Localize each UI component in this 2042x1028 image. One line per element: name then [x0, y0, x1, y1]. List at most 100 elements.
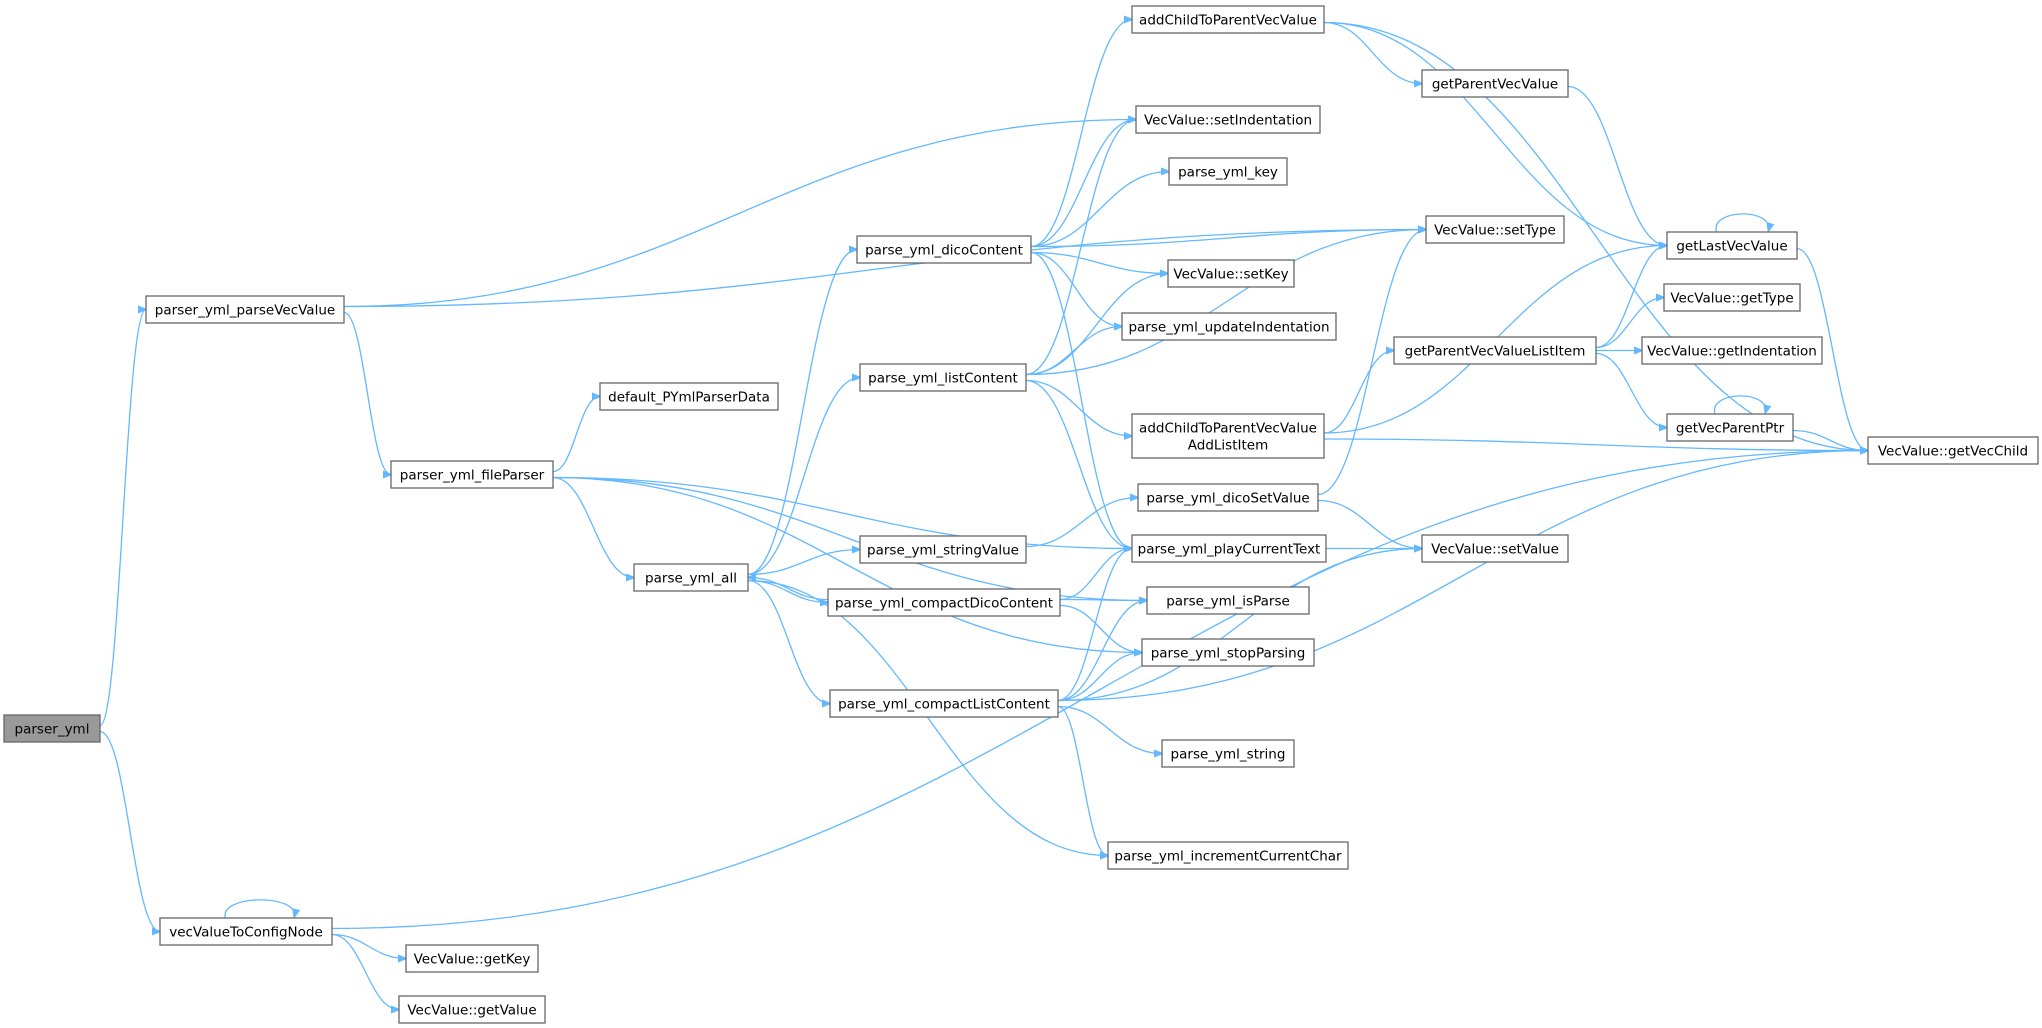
- node-label: parse_yml_string: [1171, 747, 1286, 763]
- node-box: [398, 995, 546, 1024]
- node-box: [159, 917, 333, 946]
- edge-parser-yml-parsevecvalue-to-vecvalue-setindentation: [343, 120, 1136, 308]
- edge-parse-yml-dicosetvalue-to-vecvalue-settype: [1317, 230, 1426, 496]
- edge-parse-yml-all-to-parse-yml-listcontent: [747, 378, 860, 576]
- node-addchildtoparentvecvalue[interactable]: addChildToParentVecValue: [1131, 5, 1325, 34]
- node-parse-yml-stringvalue[interactable]: parse_yml_stringValue: [859, 535, 1027, 564]
- node-label: parse_yml_updateIndentation: [1128, 320, 1329, 336]
- edge-parser-yml-fileparser-to-parse-yml-stopparsing: [552, 476, 1142, 653]
- edge-parse-yml-stringvalue-to-parse-yml-dicosetvalue: [1025, 498, 1138, 548]
- edge-addchildtoparentvecvalueaddlistitem-to-getparentvecvaluelistitem: [1323, 351, 1394, 434]
- node-getparentvecvaluelistitem[interactable]: getParentVecValueListItem: [1393, 336, 1597, 365]
- node-box: [827, 588, 1061, 617]
- node-getlastvecvalue[interactable]: getLastVecValue: [1666, 231, 1798, 260]
- node-vecvalue-setkey[interactable]: VecValue::setKey: [1167, 259, 1295, 288]
- node-parse-yml-incrementcurrentchar[interactable]: parse_yml_incrementCurrentChar: [1107, 841, 1349, 870]
- node-box: [3, 714, 101, 743]
- node-vecvaluetoconfignode[interactable]: vecValueToConfigNode: [159, 917, 333, 946]
- edge-parse-yml-dicocontent-to-vecvalue-setkey: [1030, 251, 1168, 274]
- node-label: addChildToParentVecValue: [1139, 13, 1317, 29]
- node-box: [1161, 739, 1295, 768]
- edge-parse-yml-compactlistcontent-to-parse-yml-incrementcurrentchar: [1057, 705, 1108, 856]
- edge-vecvaluetoconfignode-to-vecvalue-getvalue: [331, 933, 399, 1010]
- node-vecvalue-getvalue[interactable]: VecValue::getValue: [398, 995, 546, 1024]
- edge-parse-yml-dicocontent-to-vecvalue-settype: [1030, 230, 1426, 248]
- edge-parse-yml-compactlistcontent-to-parse-yml-stopparsing: [1057, 653, 1142, 702]
- node-label: VecValue::setIndentation: [1144, 113, 1312, 129]
- node-getvecparentptr[interactable]: getVecParentPtr: [1666, 413, 1794, 442]
- node-parse-yml-stopparsing[interactable]: parse_yml_stopParsing: [1141, 638, 1315, 667]
- node-parse-yml-dicosetvalue[interactable]: parse_yml_dicoSetValue: [1137, 483, 1319, 512]
- edge-parse-yml-listcontent-to-parse-yml-updateindentation: [1025, 327, 1122, 376]
- node-label: addChildToParentVecValue: [1139, 421, 1317, 437]
- node-vecvalue-gettype[interactable]: VecValue::getType: [1663, 283, 1801, 312]
- edge-parse-yml-dicosetvalue-to-vecvalue-setvalue: [1317, 499, 1422, 549]
- node-parser-yml-fileparser[interactable]: parser_yml_fileParser: [390, 460, 554, 489]
- node-parse-yml-playcurrenttext[interactable]: parse_yml_playCurrentText: [1131, 534, 1327, 563]
- node-parse-yml-all[interactable]: parse_yml_all: [633, 563, 749, 592]
- edge-addchildtoparentvecvalue-to-getparentvecvalue: [1323, 21, 1422, 84]
- edge-parse-yml-compactdicocontent-to-parse-yml-all: [748, 578, 829, 601]
- node-parse-yml-updateindentation[interactable]: parse_yml_updateIndentation: [1121, 312, 1337, 341]
- edge-parse-yml-compactlistcontent-to-parse-yml-string: [1057, 705, 1162, 754]
- edge-addchildtoparentvecvalueaddlistitem-to-vecvalue-getvecchild: [1323, 438, 1868, 451]
- node-label: VecValue::setType: [1434, 223, 1556, 239]
- edge-getlastvecvalue-to-getlastvecvalue: [1715, 213, 1769, 232]
- node-label: VecValue::getValue: [407, 1003, 536, 1019]
- node-parse-yml-dicocontent[interactable]: parse_yml_dicoContent: [856, 235, 1032, 264]
- edge-parse-yml-compactdicocontent-to-parse-yml-isparse: [1059, 600, 1147, 601]
- node-label: getVecParentPtr: [1676, 421, 1785, 437]
- node-label: getParentVecValue: [1432, 77, 1558, 93]
- node-parser-yml[interactable]: parser_yml: [3, 714, 101, 743]
- edge-parser-yml-parsevecvalue-to-parser-yml-fileparser: [343, 311, 391, 475]
- node-label: parse_yml_dicoSetValue: [1146, 491, 1309, 507]
- node-label: parse_yml_stringValue: [867, 543, 1019, 559]
- node-vecvalue-getkey[interactable]: VecValue::getKey: [405, 944, 539, 973]
- node-label: AddListItem: [1188, 438, 1268, 454]
- edge-parse-yml-compactlistcontent-to-vecvalue-setvalue: [1057, 549, 1422, 702]
- edge-parse-yml-all-to-parse-yml-incrementcurrentchar: [747, 579, 1108, 856]
- node-box: [405, 944, 539, 973]
- edge-parse-yml-compactdicocontent-to-parse-yml-playcurrenttext: [1059, 549, 1132, 601]
- node-box: [1131, 413, 1325, 459]
- node-parse-yml-listcontent[interactable]: parse_yml_listContent: [859, 363, 1027, 392]
- node-box: [1666, 231, 1798, 260]
- node-vecvalue-getindentation[interactable]: VecValue::getIndentation: [1641, 336, 1823, 365]
- node-default-pymlparserdata[interactable]: default_PYmlParserData: [599, 382, 779, 411]
- edge-parser-yml-fileparser-to-default-pymlparserdata: [552, 397, 600, 473]
- node-vecvalue-settype[interactable]: VecValue::setType: [1425, 215, 1565, 244]
- node-parse-yml-isparse[interactable]: parse_yml_isParse: [1146, 586, 1310, 615]
- node-box: [390, 460, 554, 489]
- node-box: [856, 235, 1032, 264]
- node-parse-yml-compactdicocontent[interactable]: parse_yml_compactDicoContent: [827, 588, 1061, 617]
- edge-parse-yml-all-to-parse-yml-compactlistcontent: [747, 579, 830, 704]
- node-parse-yml-compactlistcontent[interactable]: parse_yml_compactListContent: [829, 689, 1059, 718]
- node-parse-yml-key[interactable]: parse_yml_key: [1168, 157, 1288, 186]
- node-box: [1393, 336, 1597, 365]
- node-box: [1168, 157, 1288, 186]
- node-box: [829, 689, 1059, 718]
- node-box: [145, 295, 345, 324]
- edge-parse-yml-dicocontent-to-parse-yml-updateindentation: [1030, 251, 1122, 327]
- edge-parse-yml-compactlistcontent-to-parse-yml-playcurrenttext: [1057, 549, 1132, 702]
- node-label: default_PYmlParserData: [608, 390, 770, 406]
- edge-getlastvecvalue-to-vecvalue-getvecchild: [1796, 247, 1868, 451]
- node-box: [1663, 283, 1801, 312]
- edge-vecvaluetoconfignode-to-vecvalue-getkey: [331, 933, 406, 959]
- edge-parse-yml-compactlistcontent-to-vecvalue-getvecchild: [1057, 451, 1868, 702]
- node-parser-yml-parsevecvalue[interactable]: parser_yml_parseVecValue: [145, 295, 345, 324]
- node-vecvalue-getvecchild[interactable]: VecValue::getVecChild: [1867, 436, 2039, 465]
- node-label: parse_yml_listContent: [868, 371, 1018, 387]
- node-label: parser_yml_parseVecValue: [155, 303, 335, 319]
- edge-parse-yml-compactdicocontent-to-parse-yml-stopparsing: [1059, 604, 1142, 653]
- edge-parse-yml-dicocontent-to-addchildtoparentvecvalue: [1030, 20, 1132, 248]
- node-box: [1135, 105, 1321, 134]
- node-parse-yml-string[interactable]: parse_yml_string: [1161, 739, 1295, 768]
- edge-getparentvecvalue-to-getlastvecvalue: [1567, 85, 1667, 246]
- node-vecvalue-setindentation[interactable]: VecValue::setIndentation: [1135, 105, 1321, 134]
- edge-parser-yml-fileparser-to-parse-yml-all: [552, 476, 634, 578]
- node-vecvalue-setvalue[interactable]: VecValue::setValue: [1421, 534, 1569, 563]
- node-box: [1867, 436, 2039, 465]
- node-getparentvecvalue[interactable]: getParentVecValue: [1421, 69, 1569, 98]
